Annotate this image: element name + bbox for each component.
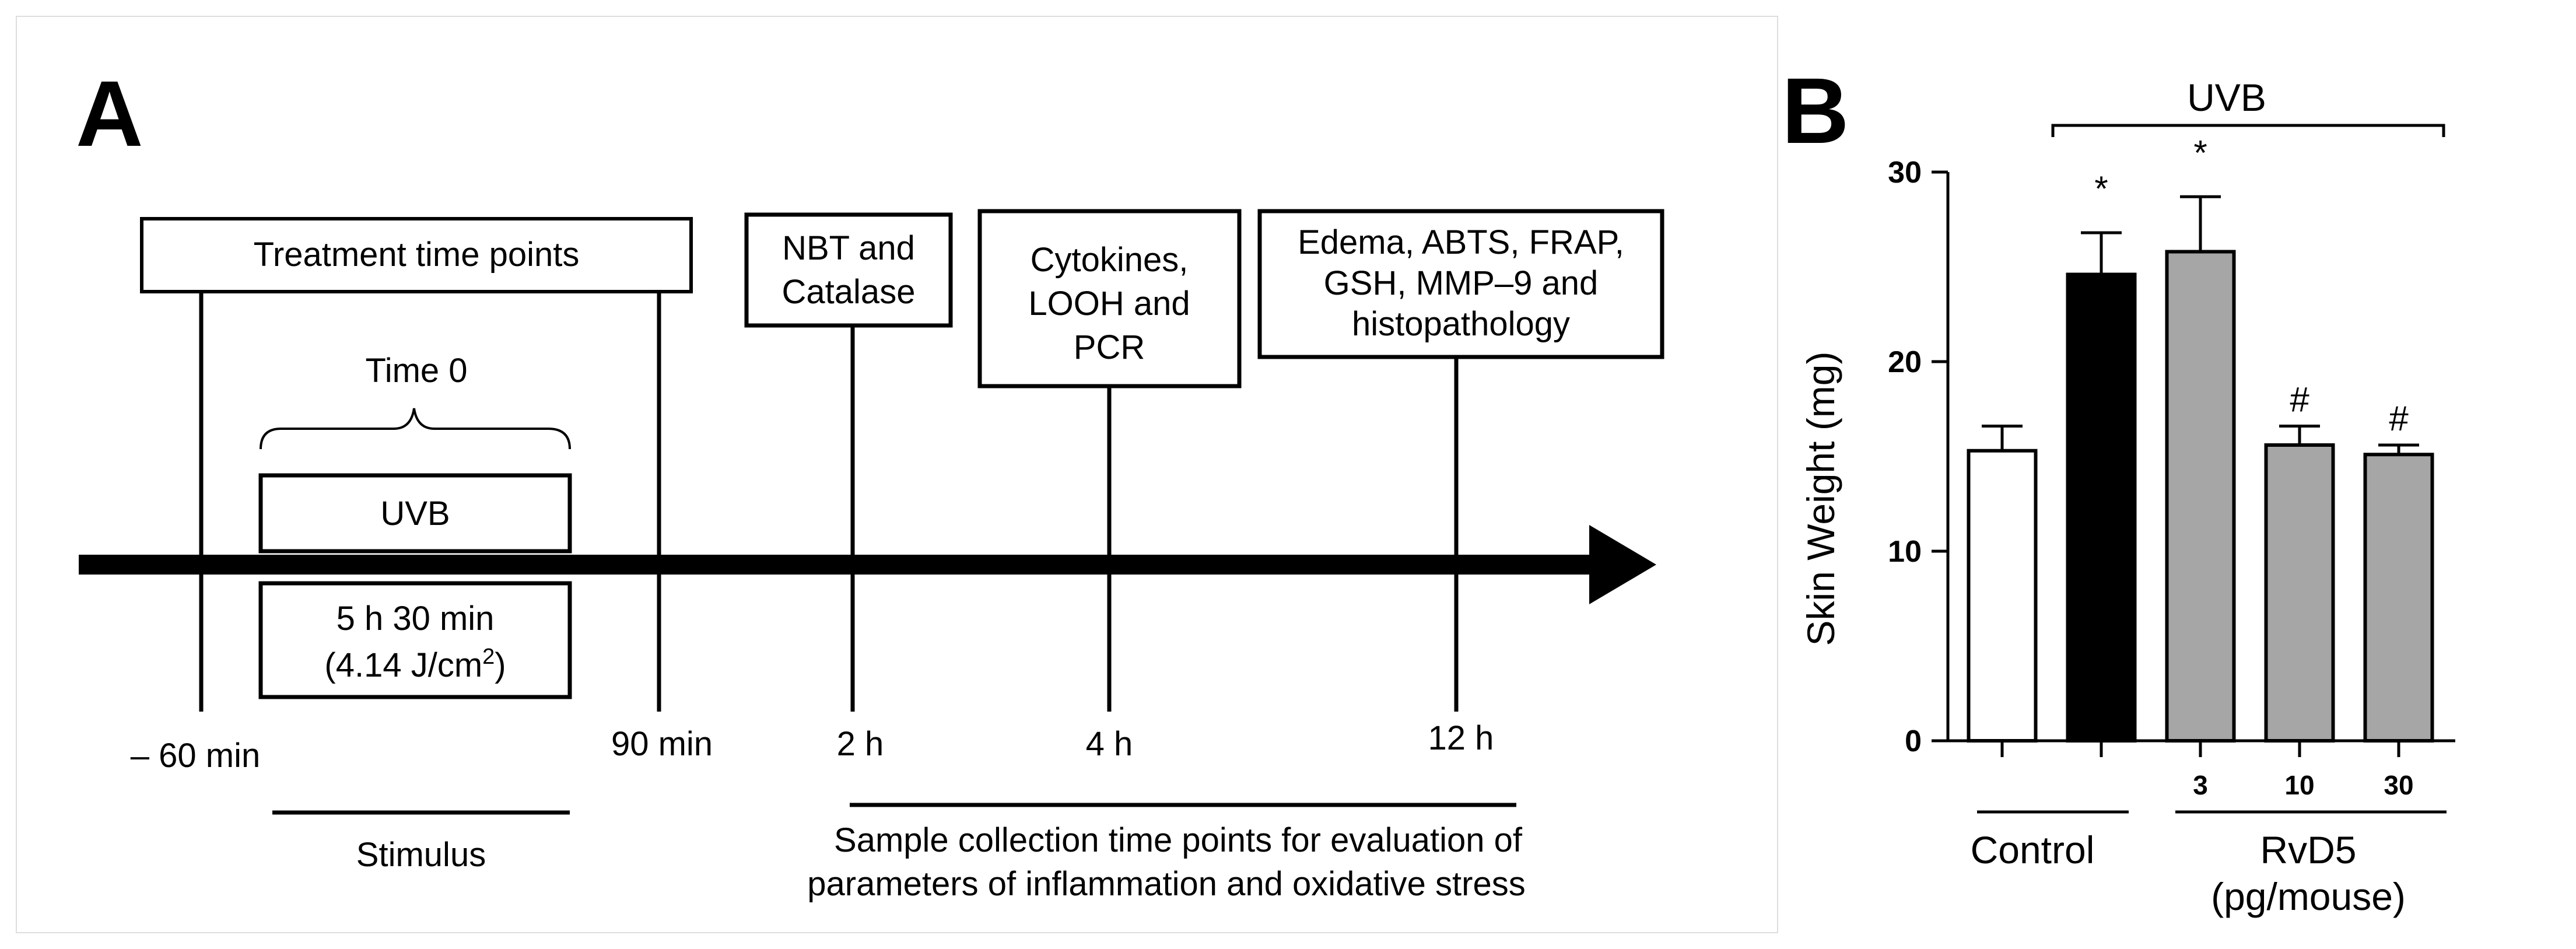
dose-line2-post: ): [495, 646, 506, 684]
edema-line1: Edema, ABTS, FRAP,: [1298, 223, 1624, 261]
uvb-label: UVB: [380, 495, 450, 533]
uvb-bracket-label: UVB: [2187, 76, 2266, 119]
cytokines-box: [977, 209, 1242, 388]
dose-line2-pre: (4.14 J/cm: [324, 646, 482, 684]
panel-b: B UVB Skin Weight (mg) 0102030*3*10#30# …: [1782, 58, 2455, 918]
y-tick-label: 30: [1888, 156, 1922, 190]
timeline-arrow-head: [1589, 525, 1656, 604]
y-tick-label: 20: [1888, 345, 1922, 379]
stimulus-label: Stimulus: [356, 836, 486, 874]
panel-a-letter: A: [76, 61, 143, 166]
time-label-90: 90 min: [611, 725, 713, 763]
x-tick-label: 30: [2384, 770, 2413, 800]
treatment-label: Treatment time points: [254, 236, 580, 274]
uvb-box: [258, 473, 572, 554]
significance-marker: *: [2193, 133, 2207, 172]
y-tick-label: 10: [1888, 535, 1922, 569]
rvd5-label-line1: RvD5: [2260, 828, 2356, 871]
sample-caption-line1: Sample collection time points for evalua…: [834, 821, 1523, 859]
y-tick-label: 0: [1905, 724, 1922, 758]
bar: [2066, 272, 2137, 743]
bar-chart: 0 10 20 30 * 3 * 10 #30 #: [1888, 133, 2455, 800]
cytokines-line3: PCR: [1074, 328, 1145, 366]
dose-line1: 5 h 30 min: [337, 600, 495, 638]
treatment-box: [140, 217, 693, 293]
edema-line3: histopathology: [1352, 305, 1570, 343]
bar: [2363, 453, 2434, 743]
significance-marker: *: [2094, 169, 2108, 208]
time-label-2h: 2 h: [837, 725, 884, 763]
rvd5-label-line2: (pg/mouse): [2211, 875, 2406, 918]
edema-line2: GSH, MMP–9 and: [1324, 264, 1599, 302]
cytokines-line1: Cytokines,: [1031, 241, 1189, 279]
control-label: Control: [1971, 828, 2095, 871]
time-label-4h: 4 h: [1086, 725, 1133, 763]
bar: [2264, 443, 2335, 743]
time0-label: Time 0: [365, 352, 467, 390]
time0-brace: [260, 408, 571, 450]
edema-box: [1257, 209, 1664, 359]
timeline-arrow-shaft: [79, 555, 1595, 575]
time-label-12h: 12 h: [1428, 719, 1494, 757]
significance-marker: #: [2290, 380, 2309, 419]
y-axis-label: Skin Weight (mg): [1799, 352, 1842, 646]
x-tick-label: 10: [2284, 770, 2314, 800]
panel-b-letter: B: [1782, 58, 1849, 163]
dose-superscript: 2: [482, 645, 495, 669]
dose-box: [258, 581, 572, 699]
nbt-catalase-box: [744, 212, 953, 328]
nbt-line2: Catalase: [782, 273, 916, 311]
bar: [2165, 250, 2236, 743]
significance-marker: #: [2389, 399, 2409, 438]
dose-line2: (4.14 J/cm2): [324, 645, 506, 684]
uvb-bracket: [2051, 124, 2445, 137]
x-tick-label: 3: [2193, 770, 2208, 800]
panel-a: A Treatment time points Time 0 UVB 5 h 3…: [76, 61, 1664, 903]
sample-caption-line2: parameters of inflammation and oxidative…: [807, 865, 1525, 903]
cytokines-line2: LOOH and: [1028, 285, 1190, 323]
bar: [1967, 449, 2038, 743]
nbt-line1: NBT and: [782, 229, 915, 267]
time-label-minus-60: – 60 min: [131, 737, 260, 775]
